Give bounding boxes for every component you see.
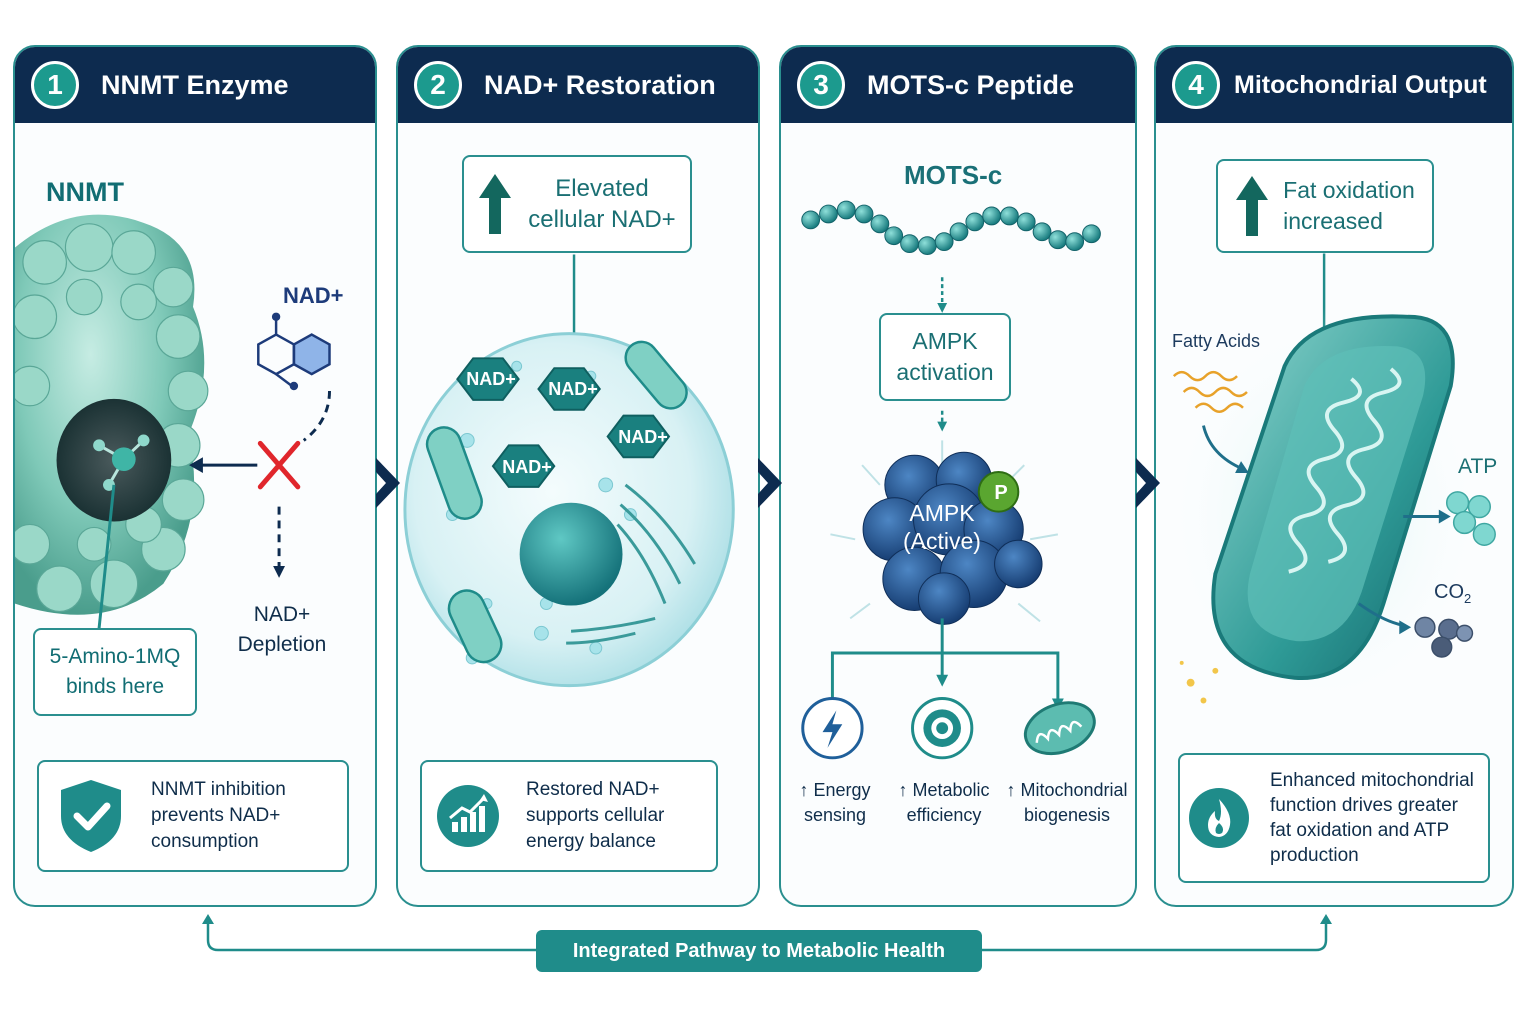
panel-nnmt-enzyme: 1 NNMT Enzyme NNMT NAD+ NAD+ Depletion 5… <box>13 45 377 907</box>
mitochondrion-icon <box>1211 314 1455 680</box>
nnmt-label: NNMT <box>46 177 124 207</box>
mitochondrion-illustration <box>1156 253 1496 723</box>
up-arrow-icon <box>479 174 512 234</box>
nad-depletion-label: NAD+ Depletion <box>237 603 327 656</box>
cell-illustration <box>403 254 735 688</box>
panel-nad-restoration: 2 NAD+ Restoration Elevated cellular NAD… <box>396 45 760 907</box>
nad-elevated-callout: Elevated cellular NAD+ <box>462 155 692 253</box>
co2-molecule-icon <box>1414 616 1474 658</box>
energy-bolt-icon <box>801 697 864 760</box>
panel-mitochondrial-output: 4 Mitochondrial Output Fat oxidation inc… <box>1154 45 1514 907</box>
panel-mots-c-peptide: 3 MOTS-c Peptide MOTS-c AMPK activation … <box>779 45 1137 907</box>
growth-chart-icon <box>437 785 499 847</box>
step-number-badge: 3 <box>797 61 845 109</box>
nnmt-protein-icon <box>15 214 209 615</box>
peptide-chain-icon <box>801 200 1101 255</box>
ampk-active-label: AMPK (Active) <box>903 500 981 554</box>
mitochondrion-biogenesis-icon <box>1023 701 1096 756</box>
panel-title: Mitochondrial Output <box>1234 70 1487 99</box>
summary-card: NNMT inhibition prevents NAD+ consumptio… <box>37 760 349 872</box>
target-efficiency-icon <box>911 697 974 760</box>
phosphate-icon <box>977 471 1020 513</box>
atp-label: ATP <box>1458 455 1498 478</box>
outcome-energy-sensing: ↑ Energy sensing <box>799 780 871 825</box>
summary-card: Restored NAD+ supports cellular energy b… <box>420 760 718 872</box>
shield-check-icon <box>61 780 121 852</box>
flow-arrow-icon <box>376 458 400 508</box>
step-number-badge: 1 <box>31 61 79 109</box>
nad-molecule-icon <box>257 312 331 391</box>
ampk-complex-icon <box>862 451 1043 625</box>
binding-site-callout: 5-Amino-1MQ binds here <box>33 628 197 716</box>
endoplasmic-reticulum-icon <box>566 483 696 645</box>
nad-hex-label: NAD+ <box>466 369 516 389</box>
nad-hex-label: NAD+ <box>618 427 668 447</box>
outcome-mitochondrial-biogenesis: ↑ Mitochondrial biogenesis <box>1006 780 1128 825</box>
summary-text: NNMT inhibition prevents NAD+ consumptio… <box>151 779 286 852</box>
summary-text: Enhanced mitochondrial function drives g… <box>1270 770 1474 866</box>
mots-c-label: MOTS-c <box>904 160 1003 190</box>
nnmt-illustration <box>15 214 331 629</box>
panel-title: MOTS-c Peptide <box>867 69 1075 100</box>
nad-hex-label: NAD+ <box>548 379 598 399</box>
flame-icon <box>1189 788 1249 848</box>
ampk-illustration <box>801 200 1101 760</box>
summary-card: Enhanced mitochondrial function drives g… <box>1178 753 1490 883</box>
atp-molecule-icon <box>1445 491 1496 546</box>
fatty-acids-label: Fatty Acids <box>1172 331 1261 351</box>
panel-header: 3 MOTS-c Peptide <box>781 47 1135 123</box>
outcome-metabolic-efficiency: ↑ Metabolic efficiency <box>898 780 990 825</box>
footer-banner: Integrated Pathway to Metabolic Health <box>536 930 982 972</box>
phosphate-label: P <box>994 482 1008 504</box>
up-arrow-icon <box>1236 176 1269 236</box>
nucleus-icon <box>519 502 623 606</box>
flow-arrow-icon <box>1136 458 1160 508</box>
step-number-badge: 2 <box>414 61 462 109</box>
ampk-activation-box: AMPK activation <box>879 313 1011 401</box>
panel-header: 4 Mitochondrial Output <box>1156 47 1512 123</box>
footer-connector <box>202 914 1332 952</box>
mitochondrion-icon <box>425 340 688 664</box>
flow-arrow-icon <box>758 458 782 508</box>
panel-header: 2 NAD+ Restoration <box>398 47 758 123</box>
panel-title: NNMT Enzyme <box>101 69 289 100</box>
panel-title: NAD+ Restoration <box>484 69 716 100</box>
fat-oxidation-callout: Fat oxidation increased <box>1216 159 1434 253</box>
nad-hexagon-icons <box>456 357 671 488</box>
panel-header: 1 NNMT Enzyme <box>15 47 375 123</box>
summary-text: Restored NAD+ supports cellular energy b… <box>526 779 665 852</box>
co2-label: CO2 <box>1434 581 1472 606</box>
step-number-badge: 4 <box>1172 61 1220 109</box>
nad-label: NAD+ <box>283 283 344 308</box>
blocked-cross-icon <box>257 440 301 490</box>
nad-hex-label: NAD+ <box>502 457 552 477</box>
fatty-acid-icon <box>1172 370 1248 413</box>
